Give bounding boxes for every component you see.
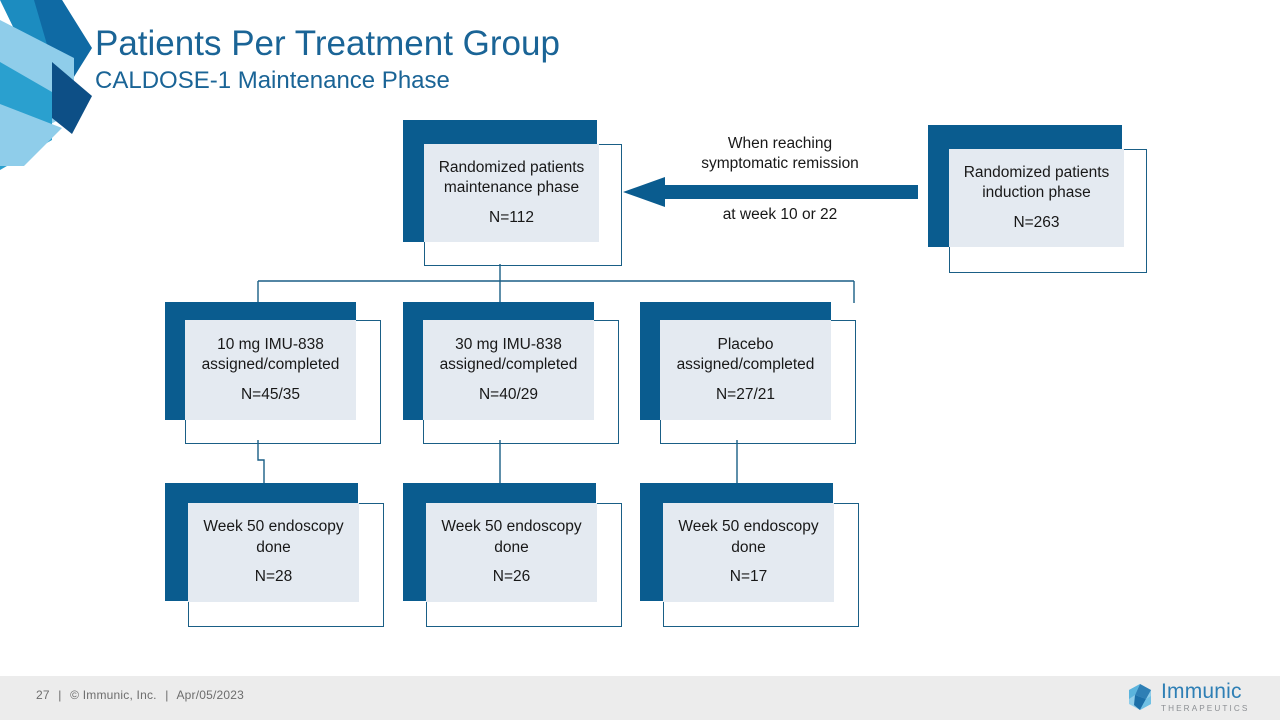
node-line-1: Randomized patients xyxy=(963,163,1110,181)
node-endoscopy-10mg[interactable]: Week 50 endoscopy done N=28 xyxy=(165,483,384,627)
node-line-2: done xyxy=(731,538,766,556)
brand-tagline: THERAPEUTICS xyxy=(1161,703,1250,713)
node-randomized-maintenance[interactable]: Randomized patients maintenance phase N=… xyxy=(403,120,622,266)
node-count: N=27/21 xyxy=(715,385,776,403)
connector-col1-down xyxy=(257,440,265,484)
node-line-1: Week 50 endoscopy xyxy=(678,518,819,536)
node-count: N=28 xyxy=(254,568,293,586)
page-subtitle: CALDOSE-1 Maintenance Phase xyxy=(95,66,450,94)
brand-wordmark: Immunic THERAPEUTICS xyxy=(1161,681,1249,713)
arrow-caption-bottom: at week 10 or 22 xyxy=(722,206,838,223)
node-count: N=45/35 xyxy=(240,385,301,403)
node-content: Week 50 endoscopy done N=26 xyxy=(426,503,597,602)
node-content: Randomized patients induction phase N=26… xyxy=(949,149,1124,247)
footer-bar xyxy=(0,676,1280,720)
node-line-1: Randomized patients xyxy=(438,158,585,176)
node-line-1: Placebo xyxy=(717,335,774,353)
node-content: 30 mg IMU-838 assigned/completed N=40/29 xyxy=(423,320,594,420)
node-content: Week 50 endoscopy done N=28 xyxy=(188,503,359,602)
title-block: Patients Per Treatment Group CALDOSE-1 M… xyxy=(95,24,560,96)
node-count: N=40/29 xyxy=(478,385,539,403)
footer-page-number: 27 xyxy=(36,688,50,702)
node-arm-imu838-10mg[interactable]: 10 mg IMU-838 assigned/completed N=45/35 xyxy=(165,302,381,444)
node-content: Randomized patients maintenance phase N=… xyxy=(424,144,599,242)
node-endoscopy-placebo[interactable]: Week 50 endoscopy done N=17 xyxy=(640,483,859,627)
node-line-2: assigned/completed xyxy=(439,356,578,374)
node-content: Placebo assigned/completed N=27/21 xyxy=(660,320,831,420)
footer-date: Apr/05/2023 xyxy=(176,688,245,702)
node-count: N=17 xyxy=(729,568,768,586)
footer-meta: 27 | © Immunic, Inc. | Apr/05/2023 xyxy=(36,688,244,702)
node-line-2: done xyxy=(256,538,291,556)
node-endoscopy-30mg[interactable]: Week 50 endoscopy done N=26 xyxy=(403,483,622,627)
node-line-2: maintenance phase xyxy=(443,179,580,197)
footer-separator-2: | xyxy=(165,688,169,702)
node-count: N=26 xyxy=(492,568,531,586)
page-title: Patients Per Treatment Group xyxy=(95,24,560,63)
immunic-mark-icon xyxy=(1129,684,1151,710)
footer-separator-1: | xyxy=(58,688,62,702)
node-content: 10 mg IMU-838 assigned/completed N=45/35 xyxy=(185,320,356,420)
node-line-1: Week 50 endoscopy xyxy=(203,518,344,536)
brand-logo: Immunic THERAPEUTICS xyxy=(1126,680,1256,714)
arrow-caption-top-line2: symptomatic remission xyxy=(701,155,859,173)
corner-decoration xyxy=(0,0,92,170)
footer-copyright: © Immunic, Inc. xyxy=(70,688,157,702)
node-content: Week 50 endoscopy done N=17 xyxy=(663,503,834,602)
node-line-2: assigned/completed xyxy=(676,356,815,374)
node-randomized-induction[interactable]: Randomized patients induction phase N=26… xyxy=(928,125,1147,273)
flow-connectors xyxy=(257,264,855,484)
arrow-caption-top-line1: When reaching xyxy=(727,135,833,152)
node-line-1: 10 mg IMU-838 xyxy=(217,335,324,353)
node-count: N=112 xyxy=(489,208,534,226)
node-line-2: done xyxy=(494,538,529,556)
node-arm-placebo[interactable]: Placebo assigned/completed N=27/21 xyxy=(640,302,856,444)
arrow-caption-top: When reaching symptomatic remission xyxy=(650,134,910,174)
node-line-1: Week 50 endoscopy xyxy=(441,518,582,536)
node-line-1: 30 mg IMU-838 xyxy=(455,335,562,353)
node-line-2: induction phase xyxy=(982,184,1091,202)
node-line-2: assigned/completed xyxy=(201,356,340,374)
brand-name: Immunic xyxy=(1161,679,1242,703)
node-arm-imu838-30mg[interactable]: 30 mg IMU-838 assigned/completed N=40/29 xyxy=(403,302,619,444)
node-count: N=263 xyxy=(1013,213,1060,231)
left-arrow-icon xyxy=(623,177,918,207)
